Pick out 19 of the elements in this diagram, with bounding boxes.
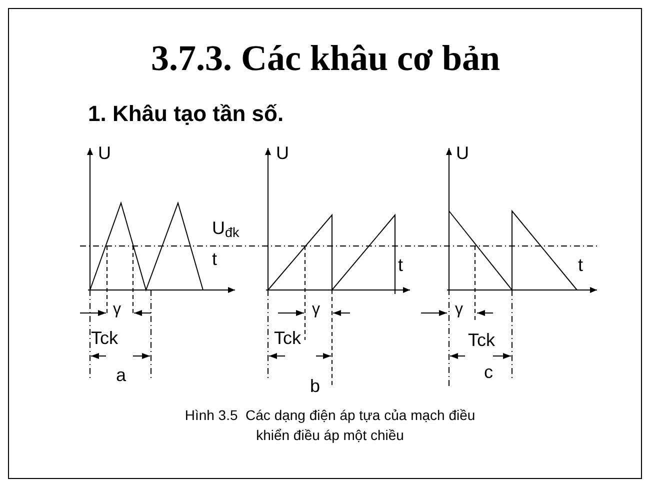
axis-label: U xyxy=(276,144,289,162)
axis-label: γ xyxy=(113,302,121,318)
axis-label: Tck xyxy=(274,329,301,347)
axis-label: γ xyxy=(455,302,463,318)
axis-label: γ xyxy=(312,302,320,318)
axis-label: U$_{đk}$ xyxy=(212,219,240,237)
axis-label: t xyxy=(398,256,404,274)
axis-label: U xyxy=(98,144,111,162)
slide-title: 3.7.3. Các khâu cơ bản xyxy=(150,37,501,80)
axis-label: c xyxy=(484,363,493,381)
axis-label: U xyxy=(456,144,469,162)
section-heading: 1. Khâu tạo tần số. xyxy=(88,103,284,125)
axis-label: t xyxy=(212,250,218,268)
axis-label: t xyxy=(578,256,584,274)
axis-label: b xyxy=(310,377,320,395)
figure-caption: Hình 3.5 Các dạng điện áp tựa của mạch điều khiển điều áp một chiều xyxy=(184,406,476,445)
axis-label: Tck xyxy=(468,331,495,349)
axis-label: a xyxy=(116,366,126,384)
axis-label: Tck xyxy=(91,329,118,347)
